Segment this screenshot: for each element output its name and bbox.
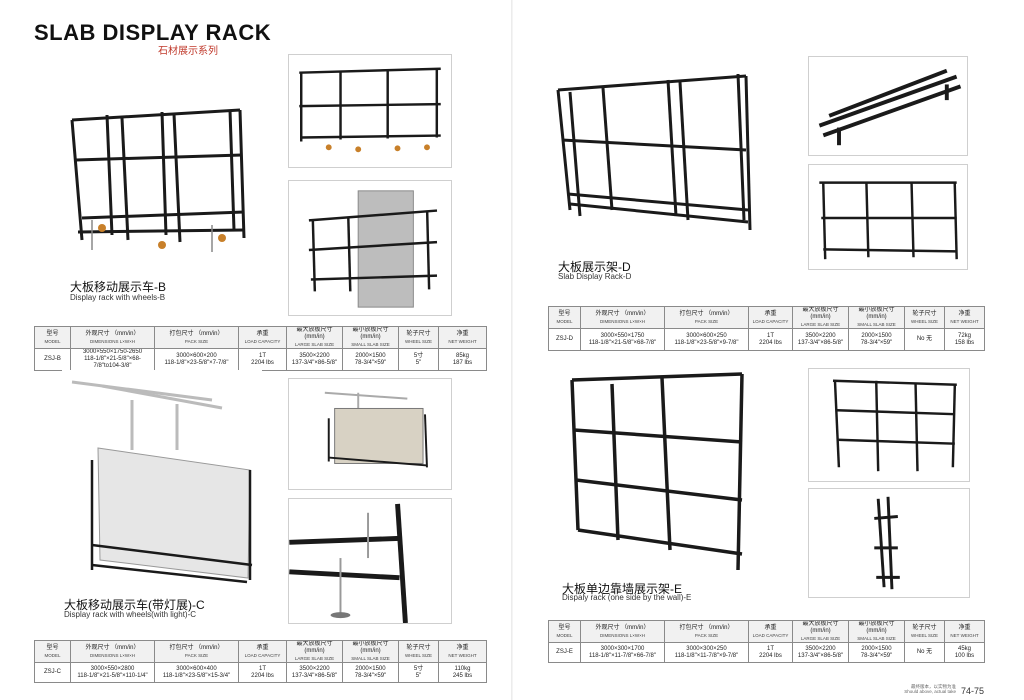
- page-number: 74-75: [960, 686, 984, 696]
- rack-b-main-photo: [62, 100, 258, 260]
- spec-cell: 3000×300×1700 118-1/8"×11-7/8"×66-7/8": [580, 642, 665, 663]
- spec-cell: 1T 2204 lbs: [748, 328, 793, 351]
- rack-e-detail-photo-1: [808, 368, 970, 482]
- rack-d-name-en: Slab Display Rack-D: [558, 272, 632, 281]
- rack-b-name-en: Display rack with wheels-B: [70, 293, 166, 302]
- rack-d-main-photo: [548, 70, 758, 246]
- rack-d-detail-photo-2: [808, 164, 968, 270]
- spec-cell: No 无: [904, 642, 945, 663]
- spec-cell: 2000×1500 78-3/4"×59": [848, 642, 905, 663]
- page-spine: [511, 0, 513, 700]
- rack-e-name-en: Dispaly rack (one side by the wall)-E: [562, 593, 692, 602]
- rack-d-name-cn: 大板展示架-D: [558, 260, 631, 274]
- spec-cell: 3500×2200 137-3/4"×86-5/8": [792, 328, 849, 351]
- spec-cell: 2000×1500 78-3/4"×59": [848, 328, 905, 351]
- spec-header-pack-size: 打包尺寸 （mm/in）PACK SIZE: [154, 326, 239, 349]
- spec-cell: 3000×600×200 118-1/8"×23-5/8"×7-7/8": [154, 348, 239, 371]
- rack-e-detail-photo-2: [808, 488, 970, 598]
- spec-cell: ZSJ-E: [548, 642, 581, 663]
- spec-cell: 72kg 158 lbs: [944, 328, 985, 351]
- footer-note: 最终版本，以实物为准 Should above, actual take: [904, 684, 956, 694]
- rack-e-main-photo: [562, 370, 762, 580]
- spec-cell: 3500×2200 137-3/4"×86-5/8": [286, 662, 343, 683]
- spec-cell: ZSJ-B: [34, 348, 71, 371]
- spec-cell: 2000×1500 78-3/4"×59": [342, 662, 399, 683]
- spec-cell: 85kg 187 lbs: [438, 348, 487, 371]
- spec-cell: 45kg 100 lbs: [944, 642, 985, 663]
- spec-cell: ZSJ-D: [548, 328, 581, 351]
- spec-cell: 3000×600×400 118-1/8"×23-5/8"×15-3/4": [154, 662, 239, 683]
- page-subtitle: 石材展示系列: [158, 46, 218, 57]
- spec-cell: 1T 2204 lbs: [238, 662, 287, 683]
- rack-c-name-cn: 大板移动展示车(带灯展)-C: [64, 598, 205, 612]
- spec-cell: ZSJ-C: [34, 662, 71, 683]
- rack-c-spec-row: ZSJ-C 3000×550×2800 118-1/8"×21-5/8"×110…: [34, 662, 487, 683]
- spec-header-large-slab: 最大放板尺寸(mm/in)LARGE SLAB SIZE: [286, 326, 343, 349]
- rack-b-spec-row: ZSJ-B 3000×550×1750-2650 118-1/8"×21-5/8…: [34, 348, 487, 371]
- spec-header-dimensions: 外观尺寸 （mm/in）DIMENSIONS L×W×H: [70, 326, 155, 349]
- spec-cell: 5寸 5": [398, 348, 439, 371]
- spec-cell: No 无: [904, 328, 945, 351]
- spec-cell: 3500×2200 137-3/4"×86-5/8": [792, 642, 849, 663]
- rack-c-detail-photo-2: [288, 498, 452, 624]
- rack-e-name-cn: 大板单边靠墙展示架-E: [562, 582, 683, 596]
- spec-cell: 1T 2204 lbs: [238, 348, 287, 371]
- rack-b-name-cn: 大板移动展示车-B: [70, 280, 167, 294]
- spec-cell: 3000×600×250 118-1/8"×23-5/8"×9-7/8": [664, 328, 749, 351]
- rack-c-detail-photo-1: [288, 378, 452, 490]
- spec-cell: 2000×1500 78-3/4"×59": [342, 348, 399, 371]
- spec-cell: 110kg 245 lbs: [438, 662, 487, 683]
- spec-cell: 3000×550×1750 118-1/8"×21-5/8"×68-7/8": [580, 328, 665, 351]
- rack-c-name-en: Display rack with wheels(with light)-C: [64, 610, 197, 619]
- spec-cell: 3000×550×2800 118-1/8"×21-5/8"×110-1/4": [70, 662, 155, 683]
- spec-cell: 3000×550×1750-2650 118-1/8"×21-5/8"×68-7…: [70, 348, 155, 371]
- rack-e-spec-row: ZSJ-E 3000×300×1700 118-1/8"×11-7/8"×66-…: [548, 642, 985, 663]
- page-title: SLAB DISPLAY RACK: [34, 20, 272, 45]
- spec-cell: 3000×300×250 118-1/8"×11-7/8"×9-7/8": [664, 642, 749, 663]
- spec-cell: 3500×2200 137-3/4"×86-5/8": [286, 348, 343, 371]
- rack-b-detail-photo-1: [288, 54, 452, 168]
- spec-header-small-slab: 最小放板尺寸(mm/in)SMALL SLAB SIZE: [342, 326, 399, 349]
- rack-d-detail-photo-1: [808, 56, 968, 156]
- spec-cell: 5寸 5": [398, 662, 439, 683]
- spec-cell: 1T 2204 lbs: [748, 642, 793, 663]
- rack-d-spec-row: ZSJ-D 3000×550×1750 118-1/8"×21-5/8"×68-…: [548, 328, 985, 351]
- rack-b-detail-photo-2: [288, 180, 452, 316]
- rack-c-main-photo: [62, 370, 262, 590]
